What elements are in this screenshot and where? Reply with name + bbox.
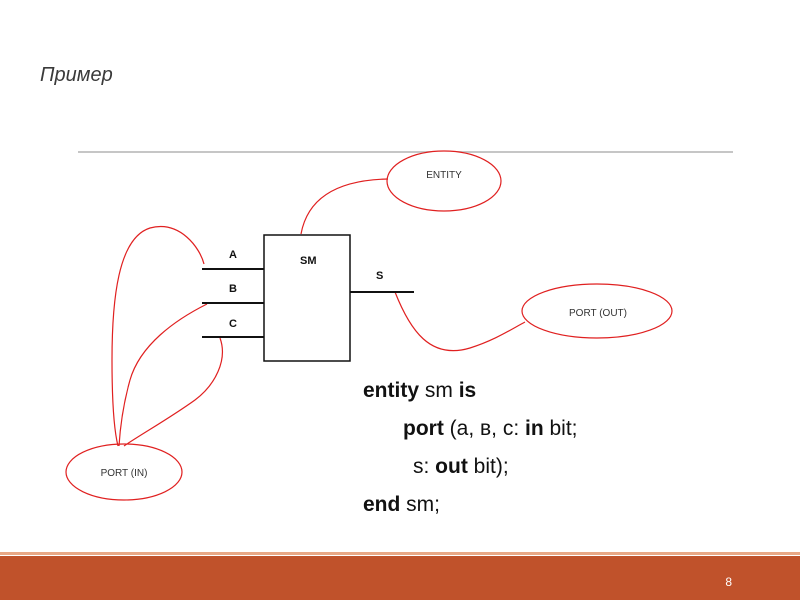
keyword-in: in xyxy=(525,417,544,440)
callout-entity-label: ENTITY xyxy=(426,170,462,181)
keyword-port: port xyxy=(403,417,444,440)
callout-port-out xyxy=(521,283,673,339)
output-label-s: S xyxy=(376,270,383,282)
keyword-end: end xyxy=(363,493,401,516)
code-line-3: s: out bit); xyxy=(363,448,578,486)
keyword-entity: entity xyxy=(363,379,420,402)
code-text: sm xyxy=(419,379,459,402)
connector-port-in-a xyxy=(111,226,205,447)
page-number: 8 xyxy=(725,575,732,589)
footer-bar xyxy=(0,556,800,600)
input-label-b: B xyxy=(229,283,237,295)
vhdl-code: entity sm is port (a, в, с: in bit; s: o… xyxy=(363,372,578,524)
code-line-2: port (a, в, с: in bit; xyxy=(363,410,578,448)
callout-port-in-label: PORT (IN) xyxy=(101,468,148,479)
input-label-a: A xyxy=(229,249,237,261)
code-line-1: entity sm is xyxy=(363,372,578,410)
code-text: bit; xyxy=(543,417,578,440)
title-divider xyxy=(78,151,733,153)
connector-port-in-b xyxy=(118,303,208,447)
callout-port-out-label: PORT (OUT) xyxy=(569,308,627,319)
slide-title: Пример xyxy=(40,64,113,86)
code-text: sm; xyxy=(400,493,441,516)
callout-entity xyxy=(386,150,502,212)
connector-entity xyxy=(300,178,389,235)
footer-accent-line xyxy=(0,552,800,555)
keyword-out: out xyxy=(435,455,468,478)
entity-block xyxy=(263,234,351,362)
connector-port-in-c xyxy=(123,337,223,447)
block-label: SM xyxy=(300,255,317,267)
code-line-4: end sm; xyxy=(363,486,578,524)
keyword-is: is xyxy=(458,379,477,402)
connector-port-out xyxy=(394,291,526,352)
callout-port-in xyxy=(65,443,183,501)
code-text: s: xyxy=(413,455,436,478)
code-text: (a, в, с: xyxy=(443,417,525,440)
code-text: bit); xyxy=(467,455,509,478)
input-label-c: C xyxy=(229,318,237,330)
